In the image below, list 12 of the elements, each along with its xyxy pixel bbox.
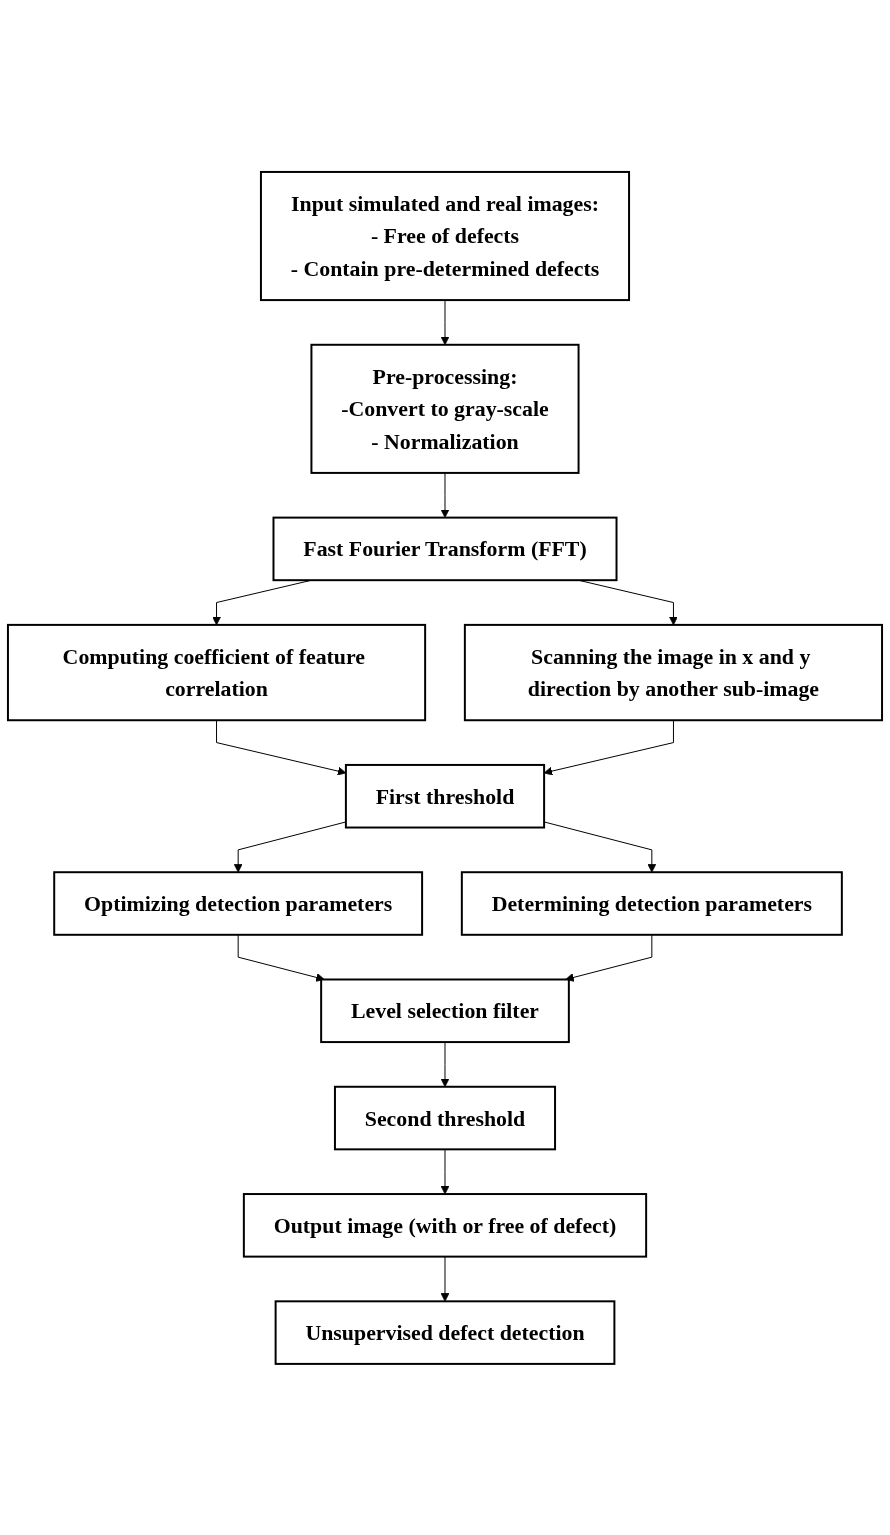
node-box: Level selection filter bbox=[320, 978, 570, 1043]
node-box: First threshold bbox=[344, 763, 546, 829]
node-box: Second threshold bbox=[333, 1085, 557, 1150]
node-box: Determining detection parameters bbox=[460, 870, 843, 936]
node-box: Computing coefficient of feature correlation bbox=[6, 623, 427, 721]
node-box: Unsupervised defect detection bbox=[274, 1299, 616, 1365]
node-box: Optimizing detection parameters bbox=[53, 870, 424, 936]
node-box: Input simulated and real images: - Free of defects - Contain pre-determined defects bbox=[259, 170, 631, 301]
node-box: Scanning the image in x and y direction by another sub-image bbox=[463, 623, 884, 721]
node-box: Pre-processing: -Convert to gray-scale - Normalization bbox=[310, 343, 580, 474]
node-box: Output image (with or free of defect) bbox=[242, 1192, 648, 1258]
node-box: Fast Fourier Transform (FFT) bbox=[272, 516, 618, 581]
